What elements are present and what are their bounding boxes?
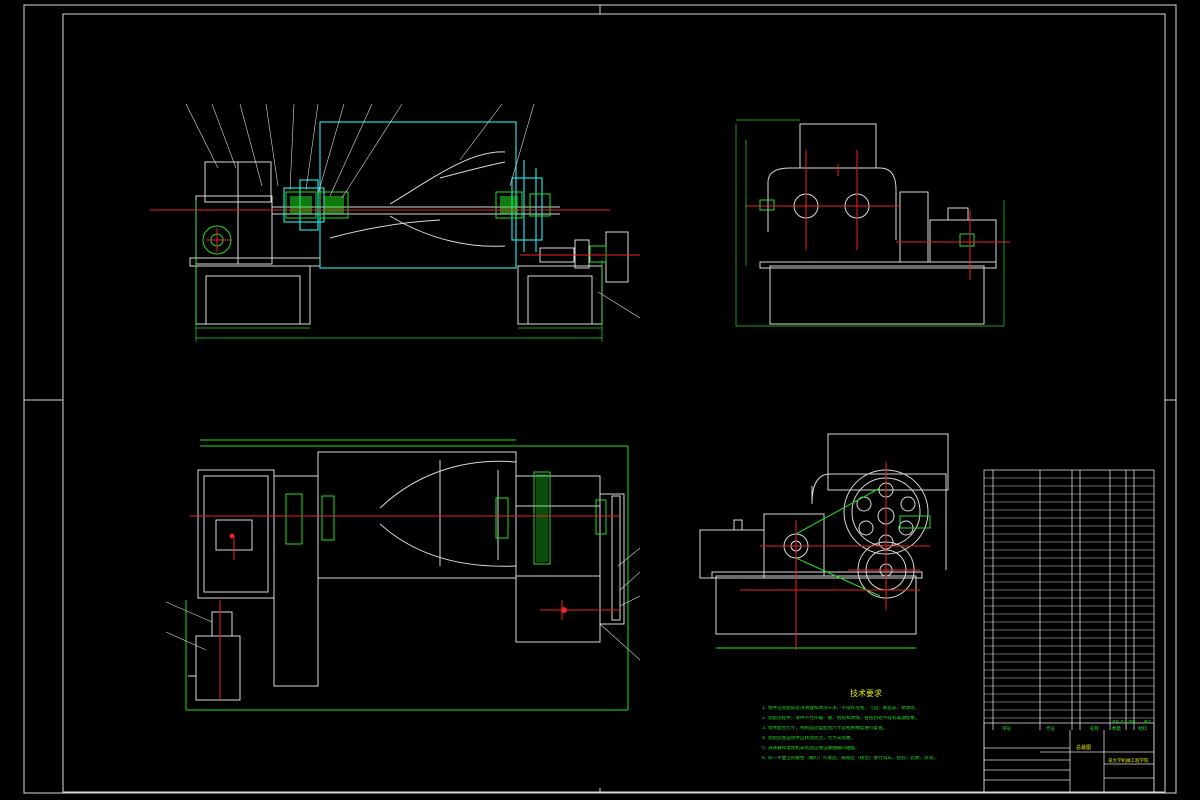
title-block bbox=[983, 469, 1155, 793]
tech-requirements-title: 技术要求 bbox=[850, 689, 882, 698]
bom-header-remark: 备注 bbox=[1144, 720, 1151, 724]
tech-requirement-line: 3. 零件配合尺寸，特别是过盈配合尺寸及相关精度进行复查。 bbox=[762, 726, 888, 731]
drawing-frame bbox=[23, 4, 1177, 794]
title-block-rows bbox=[984, 477, 1154, 719]
bom-header-code: 代号 bbox=[1046, 727, 1055, 732]
tech-requirement-line: 4. 装配后各运动件应转动灵活，无卡滞现象。 bbox=[762, 736, 856, 741]
bom-header-qty: 数量 bbox=[1112, 727, 1121, 732]
tech-requirement-line: 1. 零件在装配前必须清理和清洗干净，不得有毛刺、飞边、氧化皮、锈蚀等。 bbox=[762, 706, 920, 711]
bom-header-name: 名称 bbox=[1090, 727, 1099, 732]
tech-requirement-line: 6. 同一平面上的螺栓（螺钉）拧紧后，按规定（规范）进行试车，检验、验收、涂漆。 bbox=[762, 756, 938, 761]
tech-requirement-line: 5. 减速器和电动机安装后应保证联轴器同轴度。 bbox=[762, 746, 860, 751]
tech-requirement-line: 2. 装配过程中，零件不允许磕、碰、划伤和锈蚀，各密封处不得有漏油现象。 bbox=[762, 716, 920, 721]
top-view bbox=[165, 439, 641, 711]
bom-header-material: 材料 bbox=[1138, 727, 1147, 732]
bom-header-seq: 序号 bbox=[1002, 727, 1011, 732]
bom-header-weight: 单件 总计 重量 bbox=[1112, 720, 1136, 724]
drawing-name: 总装图 bbox=[1076, 745, 1092, 751]
company-name: 某大学机械工程学院 bbox=[1108, 759, 1149, 764]
front-view bbox=[150, 103, 641, 342]
end-view bbox=[699, 433, 949, 650]
side-view bbox=[735, 119, 1010, 327]
